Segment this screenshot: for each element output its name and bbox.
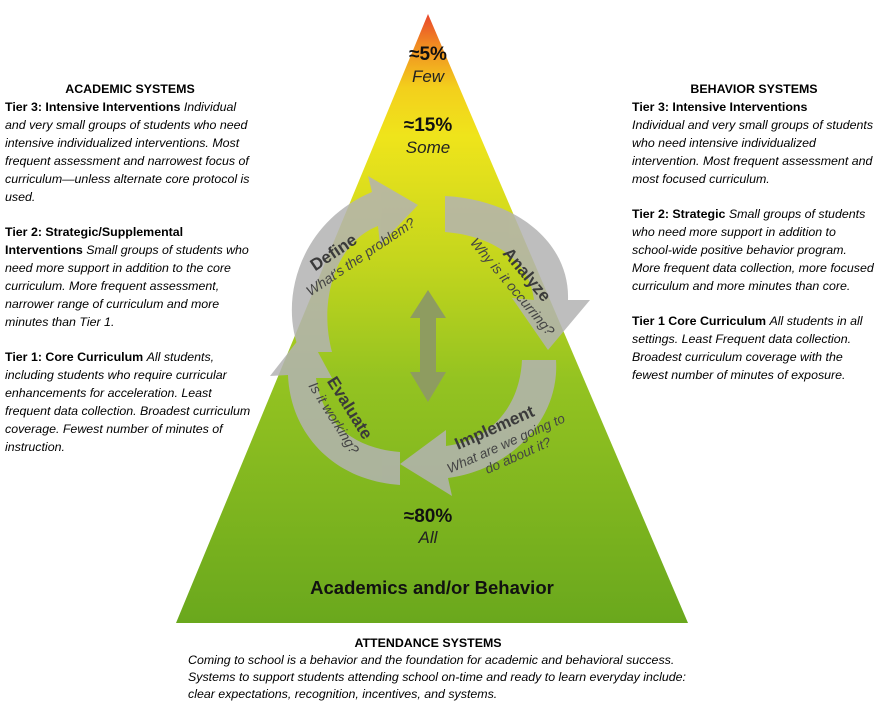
tier2-label: Some	[406, 138, 450, 157]
academic-systems-panel: ACADEMIC SYSTEMS Tier 3: Intensive Inter…	[5, 80, 260, 473]
academic-tier2-text: Small groups of students who need more s…	[5, 243, 249, 329]
behavior-tier1-title: Tier 1 Core Curriculum	[632, 314, 767, 328]
center-double-arrow	[410, 290, 446, 402]
behavior-tier2-text: Small groups of students who need more s…	[632, 207, 874, 293]
academic-tier1-text: All students, including students who req…	[5, 350, 251, 454]
tier3-percent: ≈5%	[409, 44, 447, 65]
academic-tier2-title: Tier 2: Strategic/Supplemental Intervent…	[5, 225, 184, 257]
tier1-percent: ≈80%	[404, 506, 453, 527]
tier2-percent: ≈15%	[404, 115, 453, 136]
academic-heading: ACADEMIC SYSTEMS	[65, 82, 195, 96]
attendance-text: Coming to school is a behavior and the f…	[188, 653, 686, 701]
behavior-tier1-text: All students in all settings. Least Freq…	[632, 314, 863, 382]
cycle-ring	[270, 176, 590, 496]
academic-tier3: Tier 3: Intensive Interventions Individu…	[5, 98, 260, 206]
attendance-systems-panel: ATTENDANCE SYSTEMS Coming to school is a…	[188, 635, 688, 703]
academic-tier2: Tier 2: Strategic/Supplemental Intervent…	[5, 223, 260, 331]
tier1-label: All	[418, 528, 439, 547]
behavior-heading: BEHAVIOR SYSTEMS	[690, 82, 818, 96]
behavior-tier2-title: Tier 2: Strategic	[632, 207, 726, 221]
attendance-heading: ATTENDANCE SYSTEMS	[354, 636, 502, 650]
pyramid-base-label: Academics and/or Behavior	[310, 577, 554, 598]
analyze-arrow	[445, 196, 590, 350]
behavior-tier3-text: Individual and very small groups of stud…	[632, 118, 874, 186]
define-arrow	[291, 176, 418, 352]
academic-tier1-title: Tier 1: Core Curriculum	[5, 350, 144, 364]
behavior-tier3: Tier 3: Intensive Interventions Individu…	[632, 98, 876, 188]
tier3-label: Few	[412, 67, 446, 86]
behavior-tier2: Tier 2: Strategic Small groups of studen…	[632, 205, 876, 295]
behavior-tier1: Tier 1 Core Curriculum All students in a…	[632, 312, 876, 384]
implement-arrow	[400, 360, 557, 496]
academic-tier3-title: Tier 3: Intensive Interventions	[5, 100, 181, 114]
behavior-tier3-title: Tier 3: Intensive Interventions	[632, 100, 808, 114]
academic-tier3-text: Individual and very small groups of stud…	[5, 100, 250, 204]
academic-tier1: Tier 1: Core Curriculum All students, in…	[5, 348, 260, 456]
evaluate-arrow	[270, 330, 400, 485]
behavior-systems-panel: BEHAVIOR SYSTEMS Tier 3: Intensive Inter…	[632, 80, 876, 401]
